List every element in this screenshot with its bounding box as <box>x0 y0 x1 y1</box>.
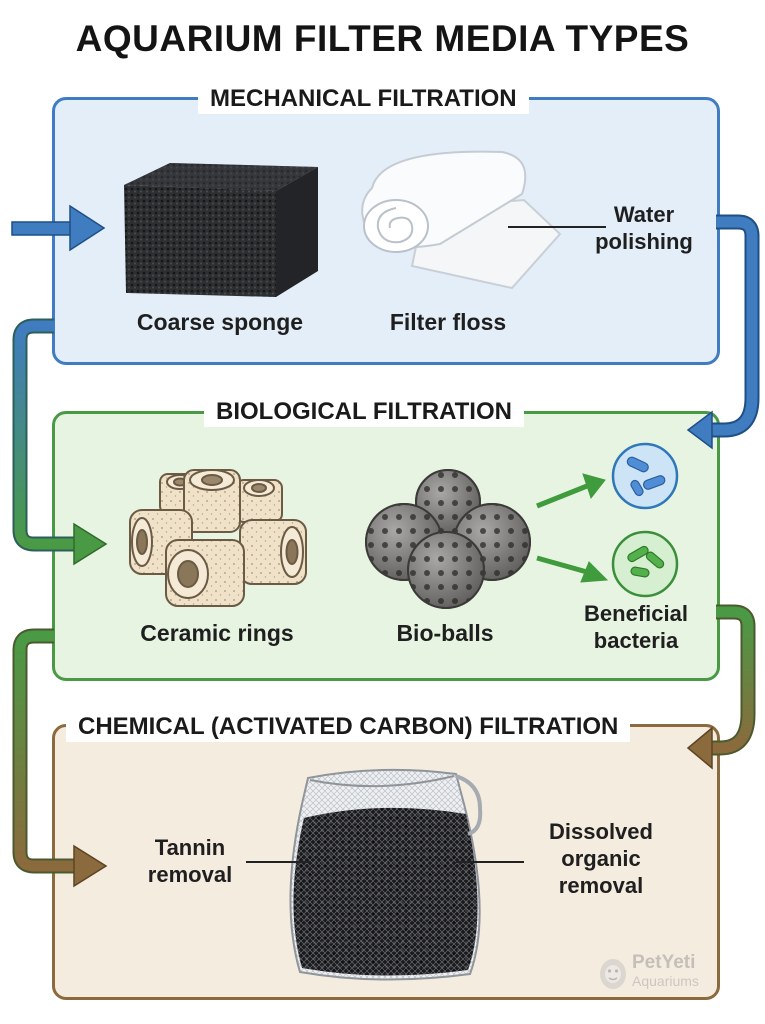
dissolved-organic-removal-note: Dissolved organic removal <box>549 819 653 898</box>
ceramic-rings-label: Ceramic rings <box>140 620 294 646</box>
biological-filtration-title: BIOLOGICAL FILTRATION <box>204 397 524 427</box>
filter-floss-icon <box>361 150 562 290</box>
tannin-removal-leader-line <box>246 861 310 863</box>
bacteria-green-icon <box>611 530 679 598</box>
bacteria-icons <box>536 442 679 598</box>
bacteria-blue-icon <box>611 442 679 510</box>
chemical-filtration-title: CHEMICAL (ACTIVATED CARBON) FILTRATION <box>66 712 631 742</box>
bacteria-arrows <box>536 473 609 583</box>
coarse-sponge-label: Coarse sponge <box>136 309 304 335</box>
organic-removal-leader-line <box>456 861 524 863</box>
mechanical-filtration-title: MECHANICAL FILTRATION <box>198 84 529 114</box>
beneficial-bacteria-note: Beneficial bacteria <box>584 601 688 653</box>
watermark: PetYeti Aquariums <box>598 950 718 994</box>
sponge-icon <box>124 163 318 297</box>
tannin-removal-note: Tannin removal <box>147 835 233 887</box>
bio-balls-label: Bio-balls <box>396 620 494 646</box>
water-polishing-leader-line <box>508 226 606 228</box>
page-title: AQUARIUM FILTER MEDIA TYPES <box>75 18 690 59</box>
filter-floss-label: Filter floss <box>389 309 507 335</box>
yeti-logo-icon <box>600 959 626 989</box>
water-polishing-note: Water polishing <box>595 202 693 254</box>
ceramic-rings-icon <box>129 469 307 607</box>
bio-balls-icon <box>365 469 531 609</box>
watermark-subtitle: Aquariums <box>632 973 699 989</box>
activated-carbon-bag-icon <box>289 768 483 981</box>
watermark-brand: PetYeti <box>632 952 696 973</box>
